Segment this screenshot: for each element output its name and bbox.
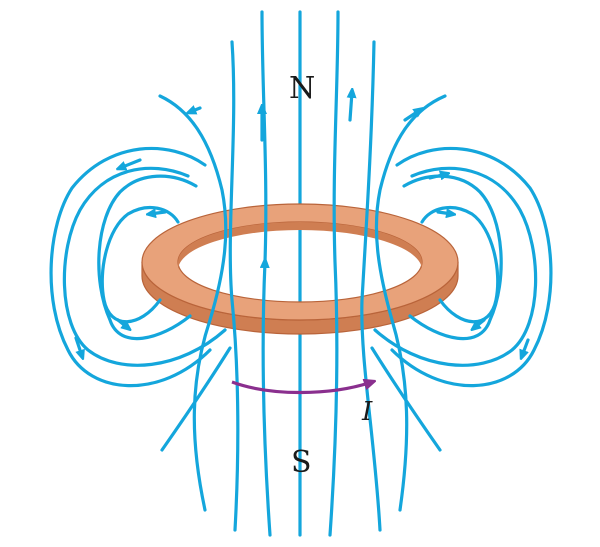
field-line-2-left [228, 40, 240, 532]
field-lines [49, 10, 553, 537]
south-pole-label: S [291, 445, 312, 480]
field-loop-left-outer [62, 166, 227, 367]
field-arrow-right-mid [436, 212, 452, 214]
field-line-inner-left [262, 10, 272, 537]
field-arrow-right-top [403, 110, 420, 122]
ring-inner-wall [178, 222, 422, 270]
current-loop-ring [141, 203, 459, 335]
field-arrow-right-low [522, 338, 530, 356]
field-arrow-right-inner [474, 318, 486, 328]
field-loop-left-mid [97, 174, 198, 341]
field-loop-right-outer [373, 166, 538, 367]
field-arrow-left-top [120, 158, 142, 168]
field-line-lower-left [160, 346, 232, 452]
north-pole-label: N [289, 71, 315, 106]
field-line-2-right [360, 40, 382, 532]
field-arrow-left-inner [116, 318, 128, 328]
field-loop-right-far [390, 146, 553, 388]
field-arrow-left-low [74, 336, 82, 356]
current-label: I [361, 397, 373, 427]
field-arrow-left-upper [190, 108, 202, 112]
field-loop-left-far [49, 146, 212, 388]
field-line-lower-right [370, 346, 442, 452]
field-arrow-left-mid [150, 212, 167, 214]
current-direction-arrow [231, 382, 372, 395]
field-line-3-left [158, 94, 228, 512]
field-line-3-right [374, 94, 447, 512]
field-arrow-right-up [350, 92, 352, 122]
field-line-inner-right [328, 10, 340, 537]
field-arrow-right-upper [428, 174, 446, 178]
